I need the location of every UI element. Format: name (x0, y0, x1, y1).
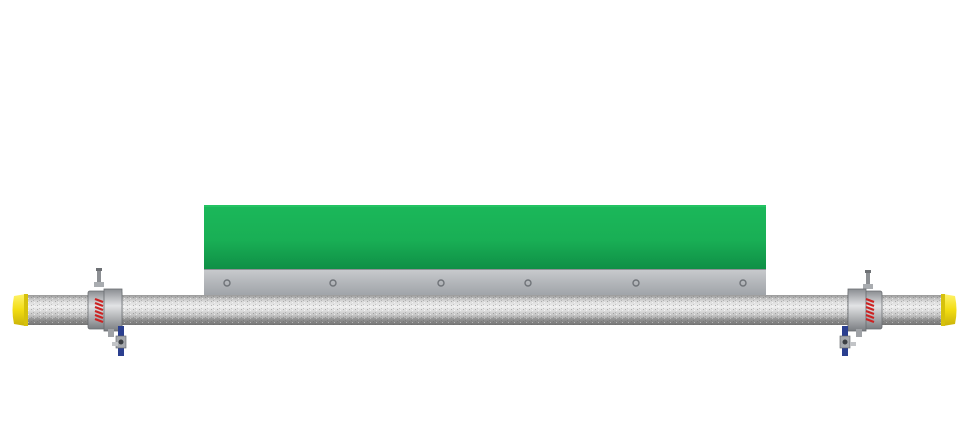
strip-bolt (739, 279, 747, 287)
steel-shaft-texture (26, 295, 944, 325)
mounting-strip-top-line (204, 269, 766, 270)
left-spring (94, 297, 104, 324)
mounting-strip (204, 269, 766, 296)
strip-bolt (223, 279, 231, 287)
right-end-cap (941, 294, 957, 326)
strip-bolt (632, 279, 640, 287)
strip-bolt (437, 279, 445, 287)
strip-bolt (329, 279, 337, 287)
left-tensioner (87, 268, 127, 356)
right-spring (865, 297, 875, 324)
green-blade-top-edge (204, 205, 766, 207)
green-blade (204, 205, 766, 269)
strip-bolts (223, 279, 747, 287)
left-end-cap (12, 294, 28, 326)
right-tensioner (839, 270, 883, 356)
strip-bolt (524, 279, 532, 287)
steel-shaft-shadow (26, 318, 944, 325)
